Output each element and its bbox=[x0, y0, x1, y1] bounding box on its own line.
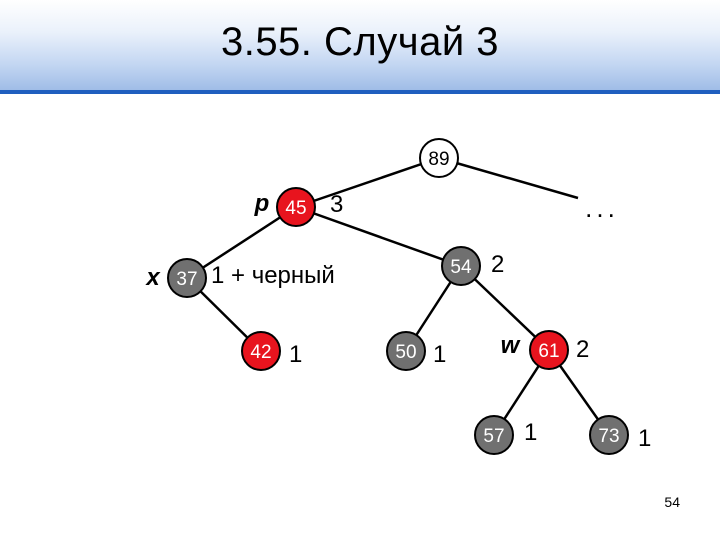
bh-label-37: 1 + черный bbox=[211, 262, 335, 289]
pointer-label-w: w bbox=[501, 332, 521, 359]
tree-node-50: 50 bbox=[386, 331, 426, 371]
bh-label-54: 2 bbox=[491, 251, 504, 278]
node-circle-42 bbox=[241, 331, 281, 371]
tree-node-45: 45 bbox=[276, 187, 316, 227]
tree-node-42: 42 bbox=[241, 331, 281, 371]
bh-label-50: 1 bbox=[433, 341, 446, 368]
node-circle-37 bbox=[167, 258, 207, 298]
node-key-50: 50 bbox=[395, 342, 416, 363]
slide-header bbox=[0, 0, 720, 92]
node-circle-50 bbox=[386, 331, 426, 371]
bh-label-57: 1 bbox=[524, 419, 537, 446]
node-key-61: 61 bbox=[538, 341, 559, 362]
tree-node-61: 61 bbox=[529, 330, 569, 370]
node-circle-89 bbox=[419, 138, 459, 178]
tree-edge-n45-n54 bbox=[295, 205, 462, 268]
tree-nodes: 89 45 37 42 54 50 61 57 73 bbox=[167, 138, 629, 455]
node-key-89: 89 bbox=[428, 149, 449, 170]
node-key-73: 73 bbox=[598, 426, 619, 447]
node-key-42: 42 bbox=[250, 342, 271, 363]
tree-node-57: 57 bbox=[474, 415, 514, 455]
node-key-37: 37 bbox=[176, 269, 197, 290]
node-circle-54 bbox=[441, 246, 481, 286]
ellipsis-label: ... bbox=[585, 193, 619, 223]
tree-node-37: 37 bbox=[167, 258, 207, 298]
pointer-label-x: x bbox=[144, 264, 161, 291]
tree-node-89: 89 bbox=[419, 138, 459, 178]
tree-edge-n45-n37 bbox=[186, 205, 297, 280]
bh-label-61: 2 bbox=[576, 336, 589, 363]
tree-node-73: 73 bbox=[589, 415, 629, 455]
header-accent-line bbox=[0, 90, 720, 94]
node-circle-45 bbox=[276, 187, 316, 227]
tree-edge-n89-n45 bbox=[295, 156, 440, 209]
node-circle-73 bbox=[589, 415, 629, 455]
bh-label-45: 3 bbox=[330, 191, 343, 218]
node-key-54: 54 bbox=[450, 257, 472, 278]
node-circle-61 bbox=[529, 330, 569, 370]
tree-node-54: 54 bbox=[441, 246, 481, 286]
tree-edges bbox=[186, 156, 611, 436]
node-circle-57 bbox=[474, 415, 514, 455]
tree-edge-n89-ellipsis bbox=[438, 156, 579, 200]
node-key-57: 57 bbox=[483, 426, 504, 447]
page-number: 54 bbox=[664, 494, 680, 510]
slide-title: 3.55. Случай 3 bbox=[220, 20, 500, 64]
pointer-label-p: p bbox=[254, 190, 270, 217]
bh-label-73: 1 bbox=[638, 425, 651, 452]
node-key-45: 45 bbox=[285, 198, 306, 219]
bh-label-42: 1 bbox=[289, 341, 302, 368]
tree-edge-n54-n61 bbox=[460, 265, 550, 351]
